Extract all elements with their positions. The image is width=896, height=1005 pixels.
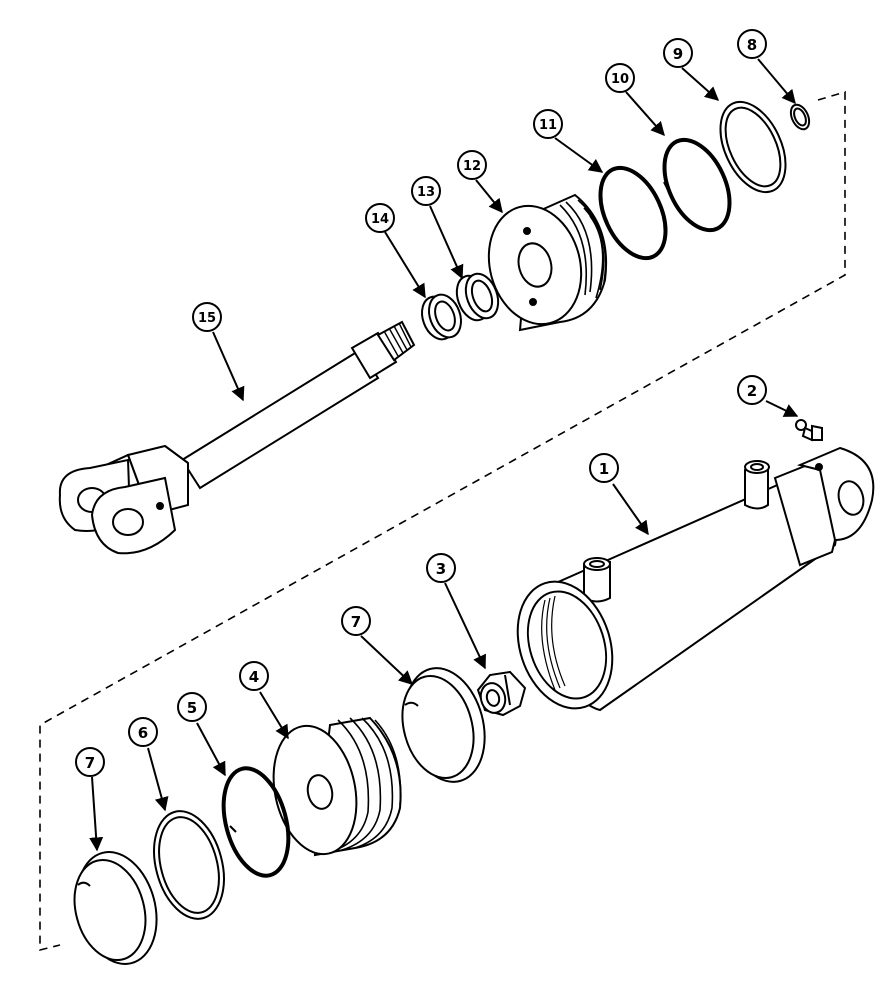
svg-text:5: 5: [187, 699, 197, 717]
svg-text:15: 15: [198, 311, 216, 326]
rod-seal-ring: [421, 293, 462, 341]
piston-rod: [58, 320, 416, 555]
callout-4: 4: [239, 661, 269, 691]
svg-text:1: 1: [599, 460, 609, 478]
callout-6: 6: [128, 717, 158, 747]
svg-text:10: 10: [611, 72, 629, 87]
callout-8: 8: [737, 29, 767, 59]
svg-text:6: 6: [138, 724, 148, 742]
backup-ring-10: [662, 137, 732, 233]
svg-text:7: 7: [351, 613, 361, 631]
svg-text:13: 13: [417, 185, 435, 200]
assembly-guide-line: [39, 90, 846, 952]
piston: [272, 716, 402, 857]
flat-ring-9: [719, 100, 787, 194]
svg-text:8: 8: [747, 36, 757, 54]
svg-text:11: 11: [539, 118, 557, 133]
svg-text:12: 12: [463, 159, 481, 174]
wear-ring-lower: [73, 851, 158, 965]
callout-5: 5: [177, 692, 207, 722]
wear-ring-upper: [401, 667, 486, 783]
callout-3: 3: [426, 553, 456, 583]
cylinder-gland: [487, 193, 608, 332]
callout-12: 12: [457, 150, 487, 180]
piston-nut: [476, 670, 527, 717]
svg-text:3: 3: [436, 560, 446, 578]
o-ring-11: [598, 165, 668, 261]
callout-7-upper: 7: [341, 606, 371, 636]
callout-7-lower: 7: [75, 747, 105, 777]
callout-10: 10: [605, 63, 635, 93]
svg-text:7: 7: [85, 754, 95, 772]
callout-1: 1: [589, 453, 619, 483]
backup-ring-6: [153, 810, 225, 920]
callouts: 1 2 3 4 5 6 7 7: [75, 29, 767, 777]
svg-text:14: 14: [371, 212, 389, 227]
svg-text:4: 4: [249, 668, 259, 686]
callout-14: 14: [365, 203, 395, 233]
svg-text:9: 9: [673, 45, 683, 63]
callout-15: 15: [192, 302, 222, 332]
svg-text:2: 2: [747, 382, 757, 400]
callout-9: 9: [663, 38, 693, 68]
o-ring-5: [221, 766, 291, 878]
grease-fitting: [795, 419, 823, 442]
callout-11: 11: [533, 109, 563, 139]
small-o-ring-8: [789, 103, 811, 131]
cylinder-barrel: [516, 446, 875, 712]
leader-lines: [89, 58, 799, 852]
callout-13: 13: [411, 176, 441, 206]
callout-2: 2: [737, 375, 767, 405]
